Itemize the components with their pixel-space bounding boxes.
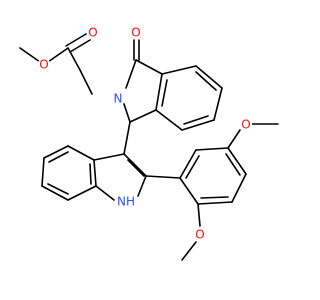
bond-c3a-c7a (155, 73, 163, 111)
atom-o-ester-carbonyl-label: O (88, 26, 97, 40)
bond-ch2-n (79, 69, 93, 95)
bond-aryl-d (231, 173, 247, 203)
atom-n-lactam: N (112, 92, 124, 106)
bond-ind-c3-c2-inner (127, 159, 145, 177)
bond-layer (19, 33, 279, 261)
bond-c7a-c1 (129, 109, 157, 123)
bond-benz1-c (213, 87, 223, 121)
bond-c1-indole-c3 (123, 121, 131, 155)
atom-nh-indole: NH (115, 194, 137, 209)
atom-o-methoxy-top-label: O (241, 118, 250, 132)
atom-o-lactam-carbonyl-label: O (131, 26, 140, 40)
bond-c3-c3a (135, 59, 163, 75)
atom-o-methoxy-bottom-label: O (195, 228, 204, 242)
atom-o-lactam-carbonyl: O (130, 26, 142, 40)
atom-n-lactam-label: N (114, 92, 123, 106)
bond-aryl-o-top (227, 129, 241, 149)
bond-ind-c3a-c3 (93, 153, 125, 161)
bond-benz1-d (181, 119, 215, 131)
bond-aryl-a (179, 149, 197, 179)
bond-ind-benz-b (43, 145, 69, 159)
bond-benz1-a (161, 65, 197, 75)
bond-carbonylc-ch2 (67, 47, 81, 71)
bond-aryl-c-inner (225, 153, 241, 176)
bond-ind-benz-a (67, 145, 95, 161)
bond-aryl-b (195, 147, 229, 151)
bond-ind-benz-b-inner (48, 151, 69, 163)
atom-o-methoxy-bottom: O (194, 228, 206, 242)
bond-aryl-e-inner (200, 196, 229, 199)
atom-nh-indole-label: NH (117, 195, 135, 209)
bond-c1-n (123, 103, 131, 123)
atom-o-ester-single: O (38, 58, 50, 72)
bond-ind-c3-c2 (123, 153, 147, 177)
bond-benz1-b-inner (195, 71, 217, 91)
atom-label-layer: O O O N NH O O (38, 26, 252, 242)
bond-benz1-d-inner (183, 115, 209, 125)
atom-o-ester-carbonyl: O (87, 26, 99, 40)
bond-o-carbonylc (47, 47, 69, 63)
bond-methyl-o (19, 47, 41, 63)
bond-ind-benz-d-inner (47, 183, 69, 195)
bond-carbonylc-o-double-a (65, 33, 87, 47)
bond-carbonylc-o-double-b (69, 39, 91, 53)
atom-o-methoxy-top: O (240, 118, 252, 132)
bond-ind-c7a-c3a (93, 159, 97, 187)
bond-ind-benz-e (67, 185, 97, 201)
bond-benz1-f-inner (161, 79, 168, 107)
bond-o-methyl-bottom (181, 241, 197, 261)
bond-aryl-o-bottom (197, 203, 201, 227)
bond-ind-c2-aryl (145, 175, 181, 179)
bond-benz1-b (195, 65, 223, 89)
bond-benz1-e (155, 109, 183, 131)
bond-ind-n-c7a (95, 185, 115, 201)
bond-ind-c2-n (137, 175, 147, 197)
atom-o-ester-single-label: O (39, 58, 48, 72)
bond-n-c3 (125, 59, 137, 89)
bond-ind-benz-d (41, 185, 69, 201)
bond-ind-benz-c (41, 157, 45, 187)
bond-aryl-c (227, 147, 247, 175)
bond-aryl-e (197, 201, 233, 205)
bond-ind-benz-f-inner (89, 163, 92, 185)
bond-aryl-f (179, 177, 199, 205)
bond-aryl-a-inner (185, 155, 200, 179)
molecule-structure: O O O N NH O O (19, 26, 279, 261)
